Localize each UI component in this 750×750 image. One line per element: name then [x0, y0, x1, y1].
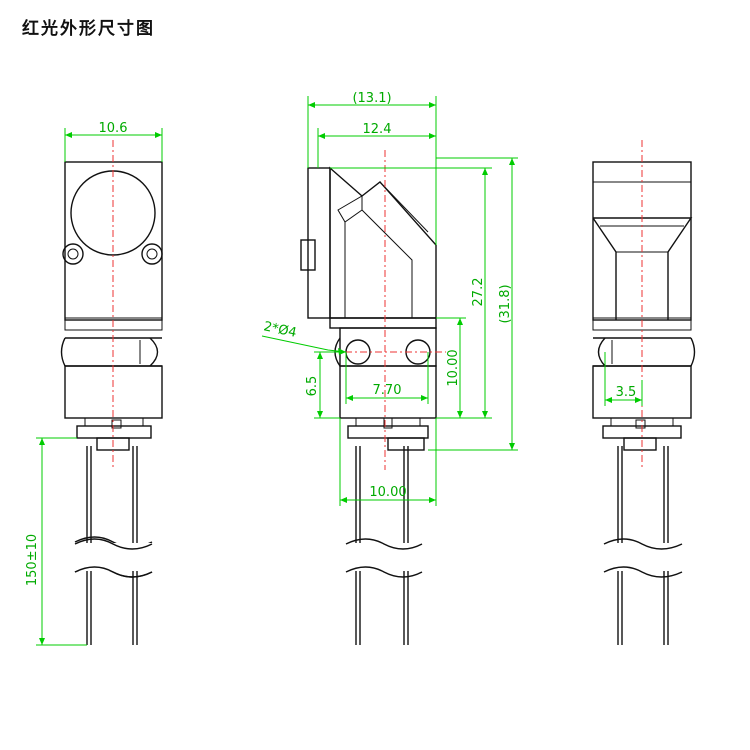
dim-overall-height-label: (31.8): [498, 284, 513, 323]
dim-rear-offset-label: 3.5: [616, 385, 637, 400]
drawing-title: 红光外形尺寸图: [22, 19, 155, 39]
dim-base-width-label: 10.00: [369, 485, 406, 500]
rear-view: [592, 140, 696, 645]
front-screw-left: [62, 243, 84, 265]
dim-overall-height: (31.8): [428, 157, 518, 451]
dim-cable-length-label: 150±10: [25, 534, 40, 586]
dim-side-overall-width-label: (13.1): [352, 91, 391, 106]
side-back-plate: [307, 167, 331, 319]
side-lens-holder: [329, 166, 437, 319]
dim-hole-spacing-label: 7.70: [373, 383, 402, 398]
dim-side-overall-width: (13.1): [307, 91, 437, 245]
front-screw-right: [141, 243, 163, 265]
dim-hole-spec-label: 2*Ø4: [262, 319, 298, 341]
dim-body-height-label: 27.2: [471, 278, 486, 307]
dim-hole-to-base: 6.5: [305, 351, 340, 419]
dim-side-body-width-label: 12.4: [363, 122, 392, 137]
dim-base-width: 10.00: [339, 418, 437, 506]
dim-front-width-label: 10.6: [99, 121, 128, 136]
dim-side-body-width: 12.4: [317, 122, 436, 168]
dim-cable-length: 150±10: [25, 437, 87, 646]
dim-hole-to-base-label: 6.5: [305, 376, 320, 397]
front-lens: [70, 170, 156, 256]
dim-hole-spec: 2*Ø4: [261, 319, 347, 355]
dim-front-width: 10.6: [64, 121, 163, 162]
dim-rear-offset: 3.5: [604, 352, 643, 406]
front-view: [60, 140, 163, 645]
dim-hole-spacing: 7.70: [345, 352, 429, 404]
dim-body-height: 27.2: [330, 167, 492, 419]
dim-base-height-label: 10.00: [446, 349, 461, 386]
dim-base-height: 10.00: [436, 317, 466, 418]
